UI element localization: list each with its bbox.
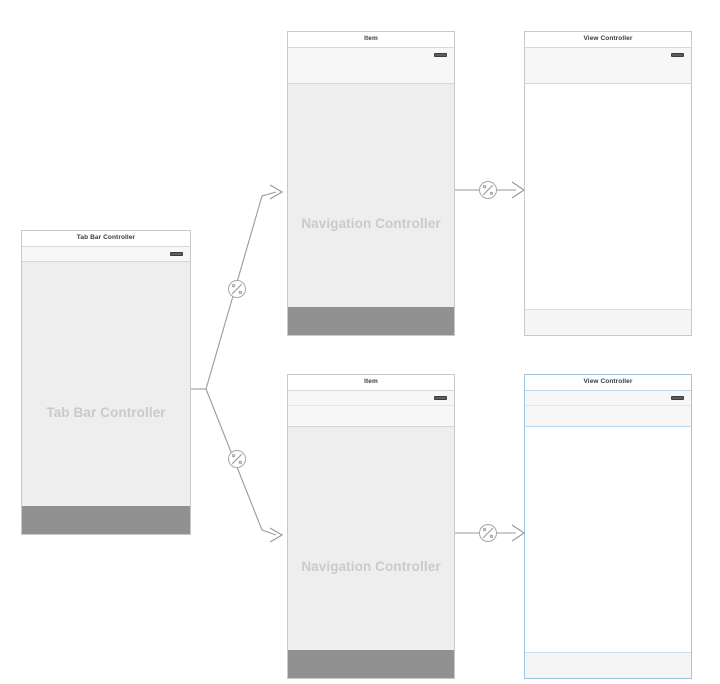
segue-badge-tabbar-to-nav-bottom[interactable] [228, 450, 246, 468]
segue-arrowhead-view-bottom [511, 524, 526, 542]
scene-tab-bar-controller[interactable]: Tab Bar Controller Tab Bar Controller [21, 230, 191, 535]
scene-placeholder-label: Tab Bar Controller [46, 405, 166, 420]
scene-view-controller-top[interactable]: View Controller [524, 31, 692, 336]
scene-view-controller-bottom[interactable]: View Controller [524, 374, 692, 679]
segue-arrowhead-nav-bottom [269, 527, 284, 543]
segue-arrowhead-nav-top [269, 184, 284, 200]
simulated-tab-bar [22, 506, 190, 534]
status-battery-icon [434, 53, 447, 57]
scene-titlebar: View Controller [525, 32, 691, 48]
simulated-navigation-bar [288, 391, 454, 427]
scene-titlebar: Item [288, 375, 454, 391]
navigation-bar-divider [288, 405, 454, 406]
scene-title: Tab Bar Controller [76, 234, 136, 242]
scene-navigation-controller-bottom[interactable]: Item Navigation Controller [287, 374, 455, 679]
simulated-tab-bar [288, 307, 454, 335]
segue-badge-nav-bottom-to-view-bottom[interactable] [479, 524, 497, 542]
scene-navigation-controller-top[interactable]: Item Navigation Controller [287, 31, 455, 336]
segue-badge-nav-top-to-view-top[interactable] [479, 181, 497, 199]
scene-title: View Controller [583, 378, 633, 386]
scene-placeholder-label: Navigation Controller [301, 559, 441, 574]
scene-body[interactable]: Tab Bar Controller [22, 262, 190, 534]
simulated-status-bar [22, 247, 190, 262]
simulated-navigation-bar [525, 48, 691, 84]
scene-placeholder-label: Navigation Controller [301, 216, 441, 231]
segue-badge-tabbar-to-nav-top[interactable] [228, 280, 246, 298]
status-battery-icon [170, 252, 183, 256]
segue-wire-tabbar-to-nav-top [205, 191, 277, 390]
scene-titlebar: Tab Bar Controller [22, 231, 190, 247]
scene-title: Item [364, 35, 378, 43]
simulated-bottom-bar [525, 309, 691, 335]
scene-title: Item [364, 378, 378, 386]
simulated-tab-bar [288, 650, 454, 678]
segue-wire-tabbar-to-nav-bottom [205, 388, 277, 536]
simulated-navigation-bar [525, 391, 691, 427]
status-battery-icon [671, 396, 684, 400]
navigation-bar-divider [525, 405, 691, 406]
status-battery-icon [434, 396, 447, 400]
scene-body[interactable] [525, 84, 691, 335]
scene-title: View Controller [583, 35, 633, 43]
segue-arrowhead-view-top [511, 181, 526, 199]
scene-titlebar: Item [288, 32, 454, 48]
scene-body[interactable] [525, 427, 691, 678]
scene-titlebar: View Controller [525, 375, 691, 391]
simulated-navigation-bar [288, 48, 454, 84]
status-battery-icon [671, 53, 684, 57]
simulated-bottom-bar [525, 652, 691, 678]
scene-body[interactable]: Navigation Controller [288, 427, 454, 678]
scene-body[interactable]: Navigation Controller [288, 84, 454, 335]
